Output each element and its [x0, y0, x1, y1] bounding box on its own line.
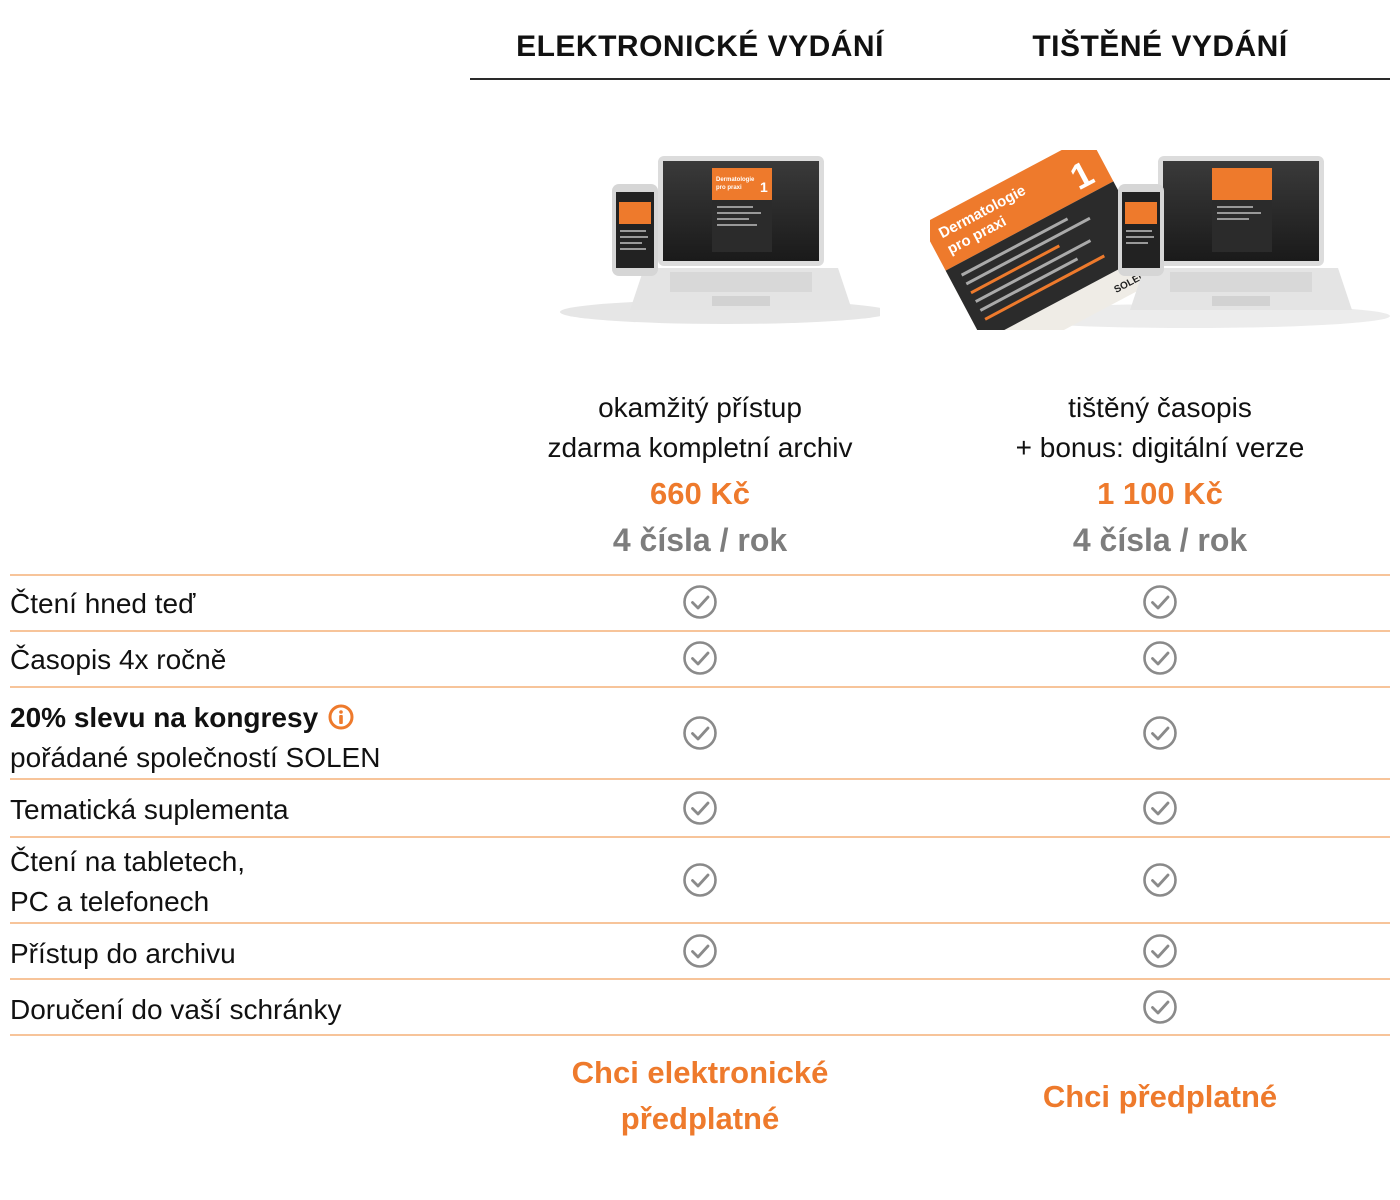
check-circle-icon [1142, 989, 1178, 1025]
info-icon[interactable] [328, 704, 354, 730]
check-circle-icon [682, 584, 718, 620]
check-circle-icon [682, 862, 718, 898]
screen-mag-subtitle: pro praxi [716, 185, 742, 191]
check-circle-icon [682, 933, 718, 969]
check-circle-icon [1142, 640, 1178, 676]
electronic-price: 660 Kč [650, 476, 750, 511]
feature-label: Doručení do vaší schránky [10, 994, 342, 1025]
check-circle-icon [1142, 862, 1178, 898]
print-period: 4 čísla / rok [1072, 522, 1248, 558]
feature-label: Čtení na tabletech, [10, 846, 246, 877]
subscribe-print-button[interactable]: Chci předplatné [930, 1074, 1390, 1120]
print-edition-heading: TIŠTĚNÉ VYDÁNÍ [1032, 30, 1288, 63]
check-circle-icon [1142, 790, 1178, 826]
electronic-desc-line1: okamžitý přístup [598, 392, 802, 423]
check-circle-icon [682, 790, 718, 826]
check-circle-icon [1142, 715, 1178, 751]
feature-label: Časopis 4x ročně [10, 644, 227, 675]
heading-divider [470, 78, 1390, 80]
print-desc-line2: + bonus: digitální verze [1015, 432, 1305, 463]
row-divider [10, 1034, 1390, 1036]
congress-discount-label: 20% slevu na kongresy [10, 702, 319, 733]
electronic-edition-heading: ELEKTRONICKÉ VYDÁNÍ [516, 30, 884, 63]
electronic-product-image: Dermatologie pro praxi 1 [540, 150, 890, 330]
feature-label-line2: pořádané společností SOLEN [10, 742, 381, 773]
check-circle-icon [682, 715, 718, 751]
feature-label-bold: 20% slevu na kongresy [10, 698, 354, 738]
check-circle-icon [682, 640, 718, 676]
row-divider [10, 574, 1390, 576]
cta-line2: předplatné [620, 1101, 780, 1136]
screen-mag-issue: 1 [760, 179, 768, 195]
screen-mag-title: Dermatologie [716, 177, 755, 183]
print-price: 1 100 Kč [1097, 476, 1223, 511]
row-divider [10, 922, 1390, 924]
print-product-image: Dermatologie pro praxi 1 SOLEN [921, 135, 1390, 366]
subscribe-electronic-button[interactable]: Chci elektronické předplatné [470, 1050, 930, 1142]
check-circle-icon [1142, 584, 1178, 620]
row-divider [10, 630, 1390, 632]
feature-label: Čtení hned teď [10, 588, 196, 619]
row-divider [10, 836, 1390, 838]
cta-line1: Chci elektronické [571, 1055, 829, 1090]
feature-label: Tematická suplementa [10, 794, 289, 825]
row-divider [10, 978, 1390, 980]
feature-label-line2: PC a telefonech [10, 886, 210, 917]
electronic-period: 4 čísla / rok [612, 522, 788, 558]
check-circle-icon [1142, 933, 1178, 969]
cta-line1: Chci předplatné [1042, 1079, 1278, 1114]
row-divider [10, 778, 1390, 780]
electronic-desc-line2: zdarma kompletní archiv [547, 432, 853, 463]
print-desc-line1: tištěný časopis [1068, 392, 1252, 423]
feature-label: Přístup do archivu [10, 938, 236, 969]
row-divider [10, 686, 1390, 688]
